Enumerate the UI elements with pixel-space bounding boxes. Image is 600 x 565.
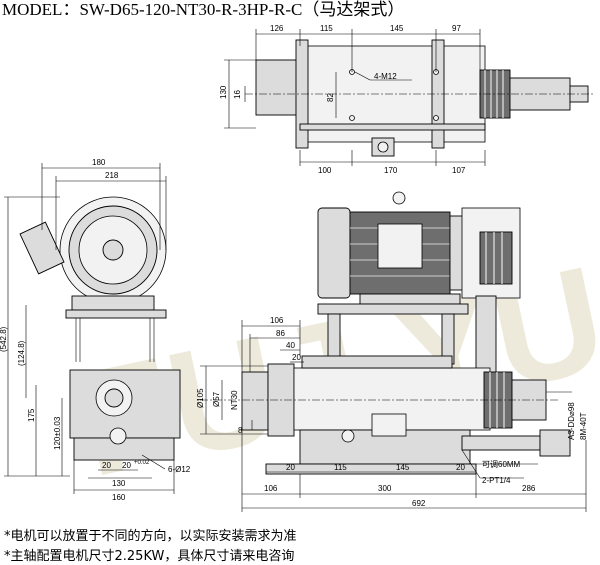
dim-top-126: 126 (270, 24, 284, 33)
dim-side-175: 175 (27, 408, 36, 422)
dim-side-542: (542.8) (0, 326, 8, 352)
front-head-top (301, 355, 453, 369)
front-base-plate (265, 463, 477, 475)
note-motor-orientation: *电机可以放置于不同的方向，以实际安装需求为准 (4, 528, 297, 544)
front-cylinder-end (539, 429, 571, 457)
front-motor-pulley (479, 231, 513, 285)
dim-front-nt30: NT30 (230, 390, 239, 410)
page-title: MODEL：SW-D65-120-NT30-R-3HP-R-C（马达架式） (2, 0, 404, 19)
dim-top-16: 16 (233, 90, 242, 99)
dim-side-180: 180 (92, 158, 106, 167)
dim-top-100: 100 (318, 166, 332, 175)
front-terminal-box (377, 223, 423, 269)
dim-side-tolerance: +0.02 (134, 460, 150, 466)
dim-top-170: 170 (384, 166, 398, 175)
side-terminal-box (19, 221, 65, 275)
front-motor-plate (317, 303, 469, 315)
dim-front-dia105: Ø105 (196, 388, 205, 408)
dim-side-20b: 20 (122, 461, 131, 470)
dim-front-115: 115 (334, 463, 347, 472)
side-hole-label: 6-Ø12 (168, 465, 191, 474)
front-nt30-nose (241, 371, 269, 431)
spindle-label-a3: A3-DD⌀98 (567, 402, 576, 440)
dim-front-20b: 20 (456, 463, 465, 472)
dim-top-97: 97 (452, 24, 461, 33)
dim-front-8: 8 (238, 426, 243, 435)
dim-top-82: 82 (326, 93, 335, 102)
dim-front-40: 40 (286, 341, 295, 350)
dim-top-130: 130 (219, 85, 228, 99)
dim-top-115: 115 (320, 24, 333, 33)
dim-side-20a: 20 (102, 461, 111, 470)
front-view: 106 86 40 20 Ø105 Ø57 NT30 8 20 115 145 … (196, 191, 588, 512)
spindle-label-8m: 8M-40T (579, 412, 588, 440)
dim-front-20a: 20 (286, 463, 295, 472)
dim-front-286: 286 (522, 484, 536, 493)
side-motor-base (71, 295, 155, 311)
front-motor-foot (359, 293, 461, 305)
dim-front-86: 86 (276, 329, 285, 338)
dim-front-692: 692 (412, 499, 426, 508)
side-view: 180 218 (542.8) (124.8) 175 120±0.03 20 … (0, 158, 191, 502)
front-feed-cylinder (461, 435, 541, 451)
adjust-label: 可调60MM (482, 460, 521, 469)
port-label: 2-PT1/4 (482, 476, 511, 485)
dim-front-106b: 106 (264, 484, 278, 493)
dim-side-160: 160 (112, 493, 126, 502)
side-motor-plate (65, 309, 167, 319)
note-motor-size: *主轴配置电机尺寸2.25KW，具体尺寸请来电咨询 (4, 549, 294, 564)
front-motor-fan-cover (317, 207, 351, 299)
front-lube-block (371, 413, 407, 437)
dim-front-300: 300 (378, 484, 392, 493)
dim-front-145: 145 (396, 463, 410, 472)
top-hole-label: 4-M12 (374, 72, 397, 81)
dim-side-124: (124.8) (17, 340, 26, 366)
dim-top-145: 145 (390, 24, 404, 33)
front-lifting-eye (392, 191, 406, 205)
top-view: 126 115 145 97 100 170 107 130 16 82 4-M… (219, 24, 595, 175)
dim-front-dia57: Ø57 (212, 391, 221, 407)
dim-top-107: 107 (452, 166, 466, 175)
dim-front-106: 106 (270, 316, 284, 325)
top-slide-rail (299, 123, 486, 131)
dim-side-130: 130 (112, 479, 126, 488)
dim-front-20-top: 20 (292, 353, 301, 362)
dim-side-218: 218 (105, 171, 119, 180)
dim-side-120: 120±0.03 (53, 416, 62, 450)
